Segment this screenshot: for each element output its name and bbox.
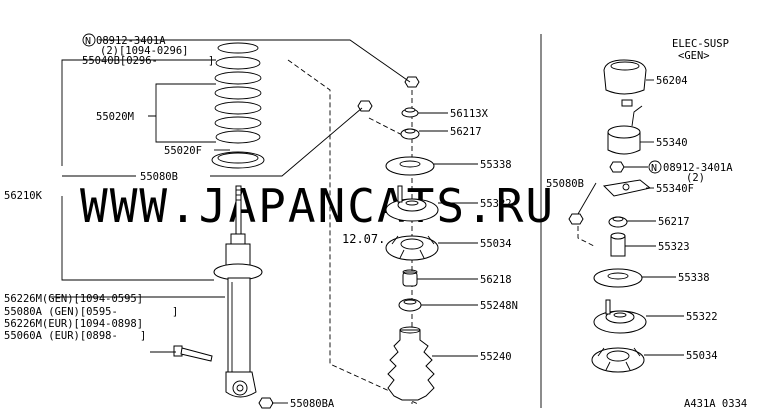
label-spring: 55020M bbox=[96, 111, 134, 123]
label-nut-spec-left: 08912-3401A bbox=[96, 35, 166, 47]
label-note-4: 55060A (EUR)[0898- bbox=[4, 330, 118, 342]
nut-right[interactable] bbox=[609, 161, 625, 173]
label-nut-spec-right: 08912-3401A bbox=[663, 162, 733, 174]
mount-55322-right[interactable] bbox=[593, 299, 647, 334]
label-spring-ref: 55040B[0296- bbox=[82, 55, 158, 67]
label-note-2: 55080A (GEN)[0595- bbox=[4, 306, 118, 318]
washer-56113X[interactable] bbox=[401, 107, 419, 118]
seat-55034-right[interactable] bbox=[591, 347, 645, 373]
label-55340F: 55340F bbox=[656, 183, 694, 195]
n-marker-right: N bbox=[648, 160, 662, 174]
bolt-55080B-right[interactable] bbox=[568, 213, 584, 225]
label-55080B-right: 55080B bbox=[546, 178, 584, 190]
guide-dash-1 bbox=[287, 59, 419, 405]
watermark-date: 12.07. bbox=[342, 232, 385, 246]
bumper-56218[interactable] bbox=[402, 269, 418, 287]
label-55322-a: 55322 bbox=[480, 198, 512, 210]
label-nut-spec-left-note: (2)[1094-0296] bbox=[100, 45, 189, 57]
figure-code: A431A 0334 bbox=[684, 398, 747, 410]
shock-absorber-body[interactable] bbox=[213, 185, 263, 398]
label-55322-b: 55322 bbox=[686, 311, 718, 323]
guide-dash-right bbox=[577, 226, 595, 247]
svg-text:N: N bbox=[651, 163, 657, 174]
actuator-55340[interactable] bbox=[607, 99, 643, 155]
label-56217-a: 56217 bbox=[450, 126, 482, 138]
label-55034-b: 55034 bbox=[686, 350, 718, 362]
label-note-2-close: ] bbox=[172, 306, 178, 318]
label-spring-ref-close: ] bbox=[208, 55, 214, 67]
label-55338-a: 55338 bbox=[480, 159, 512, 171]
label-56217-b: 56217 bbox=[658, 216, 690, 228]
bottom-nut-55080BA[interactable] bbox=[258, 397, 274, 409]
label-55323: 55323 bbox=[658, 241, 690, 253]
label-55340: 55340 bbox=[656, 137, 688, 149]
insulator-55338-right[interactable] bbox=[593, 268, 643, 288]
spring-seat-55020F[interactable] bbox=[211, 151, 265, 169]
label-56204: 56204 bbox=[656, 75, 688, 87]
label-56218: 56218 bbox=[480, 274, 512, 286]
label-55248N: 55248N bbox=[480, 300, 518, 312]
label-note-1: 56226M(GEN)[1094-0595] bbox=[4, 293, 143, 305]
bottom-bolt[interactable] bbox=[173, 345, 213, 362]
cap-56204[interactable] bbox=[603, 59, 647, 95]
seat-55034[interactable] bbox=[385, 235, 439, 261]
dust-boot-55240[interactable] bbox=[387, 326, 435, 401]
bound-bumper-55248N[interactable] bbox=[398, 298, 422, 312]
label-note-4-close: ] bbox=[140, 330, 146, 342]
bracket-55340F[interactable] bbox=[602, 179, 652, 197]
label-bolt-bottom: 55080BA bbox=[290, 398, 335, 410]
watermark-text: WWW.JAPANCATS.RU bbox=[80, 179, 555, 233]
leader-lines bbox=[50, 39, 684, 404]
top-nut-left[interactable] bbox=[404, 76, 420, 88]
label-55240: 55240 bbox=[480, 351, 512, 363]
label-55034-a: 55034 bbox=[480, 238, 512, 250]
label-bolt-top: 55080B bbox=[140, 171, 178, 183]
bushing-56217[interactable] bbox=[400, 128, 420, 140]
label-spring-seat: 55020F bbox=[164, 145, 202, 157]
mount-55322[interactable] bbox=[385, 185, 439, 222]
bushing-56217-right[interactable] bbox=[608, 216, 628, 228]
spacer-55323[interactable] bbox=[610, 232, 626, 257]
insulator-55338[interactable] bbox=[385, 156, 435, 176]
label-note-3: 56226M(EUR)[1094-0898] bbox=[4, 318, 143, 330]
label-nut-spec-right-qty: (2) bbox=[686, 172, 705, 184]
coil-spring-55020M[interactable] bbox=[214, 42, 262, 144]
svg-text:N: N bbox=[85, 36, 91, 47]
n-marker-left: N bbox=[82, 33, 96, 47]
section-subtitle: <GEN> bbox=[678, 50, 710, 62]
label-strut-assembly: 56210K bbox=[4, 190, 43, 202]
section-title: ELEC-SUSP bbox=[672, 38, 729, 50]
label-56113X: 56113X bbox=[450, 108, 489, 120]
label-55338-b: 55338 bbox=[678, 272, 710, 284]
